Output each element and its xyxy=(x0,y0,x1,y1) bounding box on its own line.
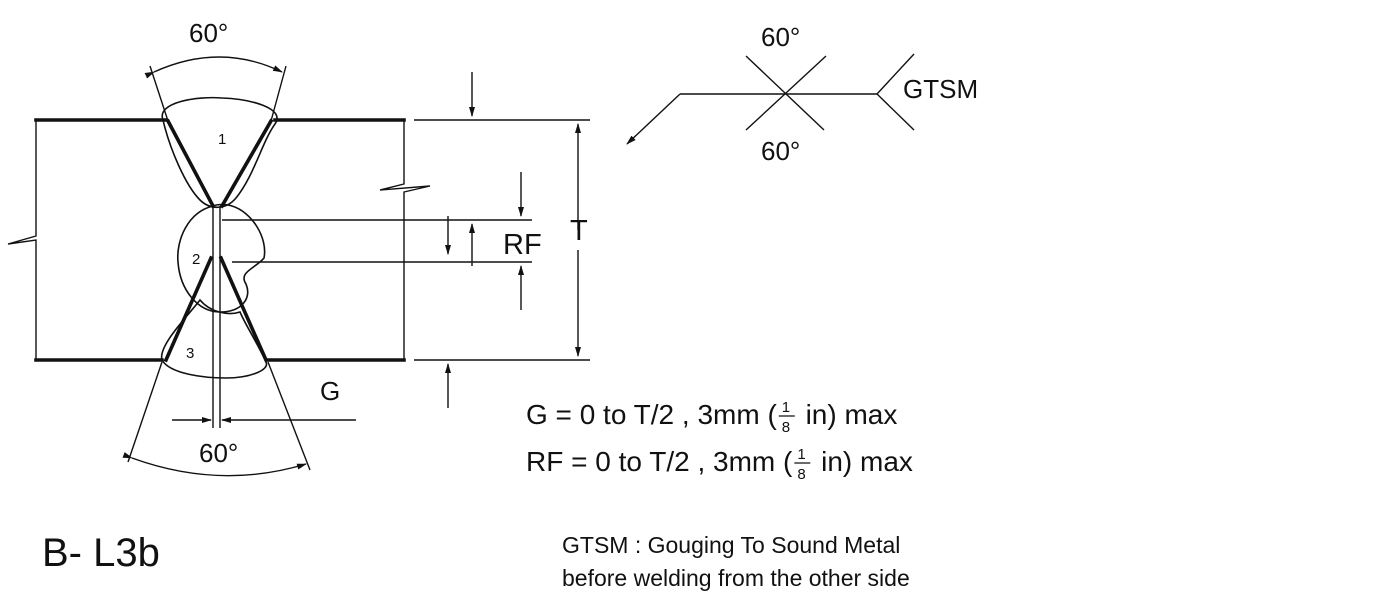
top-angle-arc xyxy=(144,56,283,79)
formula-1-denominator: 8 xyxy=(782,419,790,436)
formula-line-2: RF = 0 to T/2 , 3mm ( xyxy=(526,446,793,477)
bead-label-1: 1 xyxy=(218,131,226,148)
groove-face-upper-left xyxy=(165,118,216,209)
bead-labels: 1 2 3 xyxy=(186,131,226,362)
bottom-angle-extension-left xyxy=(127,361,163,463)
weld-bead-2 xyxy=(177,203,266,313)
bottom-angle-label: 60° xyxy=(199,438,238,468)
gap-tolerance-formula: G = 0 to T/2 , 3mm ( 1 8 in) max xyxy=(526,399,897,436)
top-angle-label: 60° xyxy=(189,18,228,48)
gap-dimension: G xyxy=(172,376,356,423)
top-groove-angle: 60° xyxy=(144,18,287,122)
weld-symbol: 60° 60° GTSM xyxy=(626,22,978,166)
top-angle-extension-left xyxy=(149,65,169,122)
weld-bead-3 xyxy=(160,298,268,379)
bottom-angle-extension-right xyxy=(267,361,311,471)
gtsm-note-line-1: GTSM : Gouging To Sound Metal xyxy=(562,532,900,558)
groove-faces xyxy=(163,118,274,428)
thickness-label: T xyxy=(570,215,588,247)
formula-2-suffix: in) max xyxy=(813,446,913,477)
bottom-groove-angle: 60° xyxy=(122,361,311,477)
weld-beads xyxy=(160,96,278,379)
root-face-tolerance-formula: RF = 0 to T/2 , 3mm ( 1 8 in) max xyxy=(526,446,913,483)
base-plates xyxy=(7,118,431,362)
root-face-dimension: RF xyxy=(222,172,542,310)
gtsm-note-line-2: before welding from the other side xyxy=(562,565,910,591)
right-plate-break-line xyxy=(379,120,431,360)
formula-2-numerator: 1 xyxy=(797,446,805,463)
thickness-dimension: T xyxy=(414,72,590,408)
weld-bead-1 xyxy=(161,96,278,209)
weld-symbol-angle-bottom: 60° xyxy=(761,136,800,166)
left-plate-break-line xyxy=(7,120,37,360)
weld-symbol-tail xyxy=(876,53,915,131)
weld-symbol-angle-top: 60° xyxy=(761,22,800,52)
root-face-label: RF xyxy=(503,229,542,261)
groove-face-lower-right xyxy=(218,255,269,363)
top-angle-extension-right xyxy=(270,65,287,122)
bead-label-3: 3 xyxy=(186,345,194,362)
tolerance-formulas: G = 0 to T/2 , 3mm ( 1 8 in) max RF = 0 … xyxy=(526,399,913,483)
formula-1-suffix: in) max xyxy=(798,399,898,430)
formula-1-numerator: 1 xyxy=(782,399,790,416)
bead-label-2: 2 xyxy=(192,251,200,268)
groove-face-lower-left xyxy=(163,255,214,363)
formula-line-1: G = 0 to T/2 , 3mm ( xyxy=(526,399,777,430)
weld-symbol-tail-note: GTSM xyxy=(903,74,978,104)
gap-label: G xyxy=(320,376,340,406)
bottom-angle-arc xyxy=(122,452,307,477)
weld-symbol-arrow xyxy=(626,93,681,145)
weld-symbol-cross-b xyxy=(745,55,827,131)
groove-face-upper-right xyxy=(219,118,274,209)
joint-designation: B- L3b xyxy=(42,531,160,575)
formula-2-denominator: 8 xyxy=(797,466,805,483)
